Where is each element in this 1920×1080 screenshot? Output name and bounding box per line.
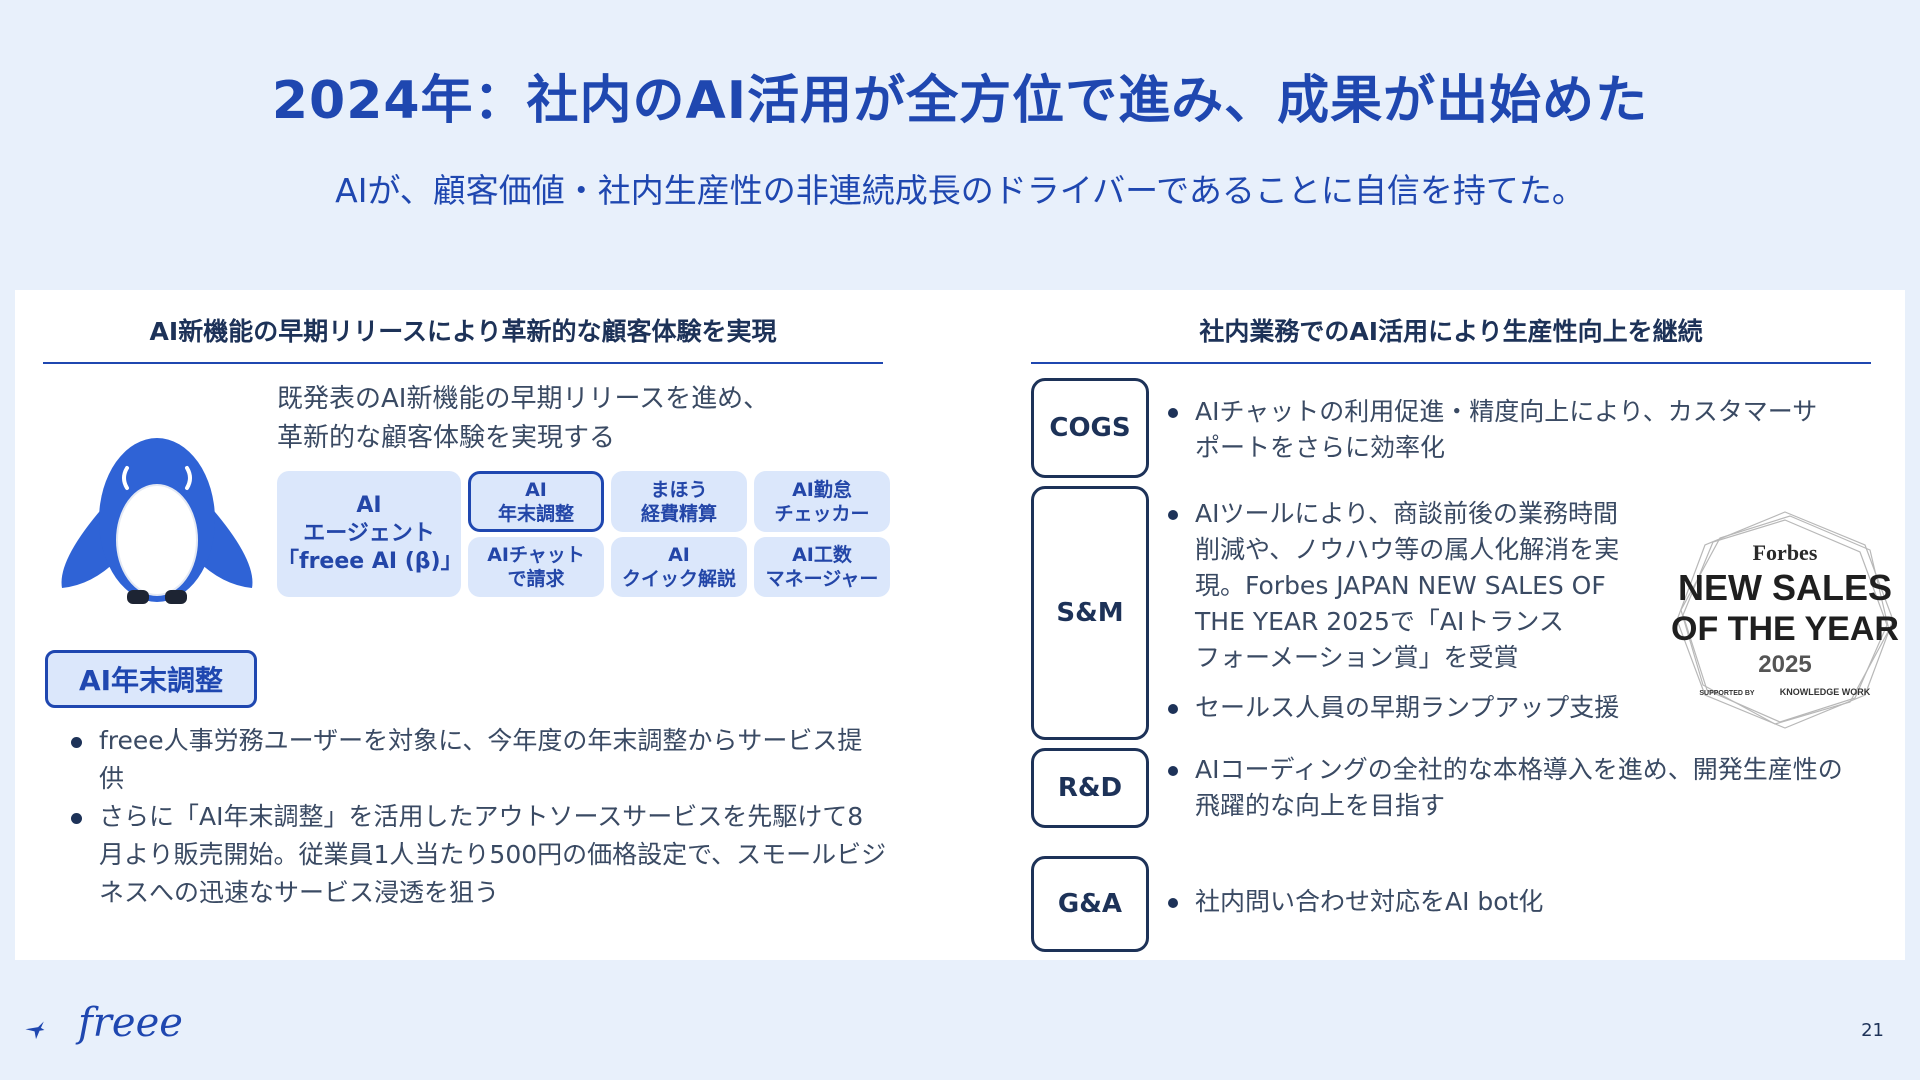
list-item: さらに「AI年末調整」を活用したアウトソースサービスを先駆けて8月より販売開始。… <box>67 798 887 912</box>
left-bullet-list: freee人事労務ユーザーを対象に、今年度の年末調整からサービス提供 さらに「A… <box>67 722 887 912</box>
bullet-line: THE YEAR 2025で「AIトランス <box>1195 607 1564 636</box>
bullet-line: AIチャットの利用促進・精度向上により、カスタマーサ <box>1195 397 1818 426</box>
forbes-award-badge-icon: Forbes NEW SALES OF THE YEAR 2025 SUPPOR… <box>1671 511 1899 729</box>
award-supported: SUPPORTED BY <box>1699 690 1755 697</box>
bullet-line: AIツールにより、商談前後の業務時間 <box>1195 499 1618 528</box>
list-item: セールス人員の早期ランプアップ支援 <box>1165 690 1619 726</box>
bullet-line: 社内問い合わせ対応をAI bot化 <box>1195 887 1544 916</box>
list-item: freee人事労務ユーザーを対象に、今年度の年末調整からサービス提供 <box>67 722 887 798</box>
feature-chip-mahou-expense[interactable]: まほう 経費精算 <box>611 471 747 532</box>
list-item: AIコーディングの全社的な本格導入を進め、開発生産性の 飛躍的な向上を目指す <box>1165 752 1843 824</box>
bullet-line: ポートをさらに効率化 <box>1195 433 1446 462</box>
dept-badge-sm: S&M <box>1031 486 1149 740</box>
cogs-bullets: AIチャットの利用促進・精度向上により、カスタマーサ ポートをさらに効率化 <box>1165 394 1817 466</box>
award-line1: NEW SALES <box>1678 567 1892 608</box>
dept-badge-cogs: COGS <box>1031 378 1149 478</box>
award-sponsor: KNOWLEDGE WORK <box>1780 687 1871 697</box>
bullet-line: セールス人員の早期ランプアップ支援 <box>1195 693 1620 722</box>
award-line2: OF THE YEAR <box>1671 610 1899 648</box>
page-title: 2024年：社内のAI活用が全方位で進み、成果が出始めた <box>271 71 1649 131</box>
page-subtitle: AIが、顧客価値・社内生産性の非連続成長のドライバーであることに自信を持てた。 <box>335 171 1585 210</box>
feature-chip-ai-agent[interactable]: AI エージェント 「freee AI (β)」 <box>277 471 463 597</box>
rd-bullets: AIコーディングの全社的な本格導入を進め、開発生産性の 飛躍的な向上を目指す <box>1165 752 1843 824</box>
penguin-mascot-icon <box>61 438 253 604</box>
left-section-heading: AI新機能の早期リリースにより革新的な顧客体験を実現 <box>43 312 883 364</box>
bullet-line: 現。Forbes JAPAN NEW SALES OF <box>1195 571 1606 600</box>
freee-logo-text: freee <box>78 1000 183 1046</box>
freee-bird-logo-icon <box>25 1021 45 1040</box>
bullet-line: 削減や、ノウハウ等の属人化解消を実 <box>1195 535 1620 564</box>
ga-bullets: 社内問い合わせ対応をAI bot化 <box>1165 884 1543 920</box>
intro-line: 既発表のAI新機能の早期リリースを進め、 <box>277 384 770 414</box>
ai-year-end-tag: AI年末調整 <box>45 650 257 708</box>
list-item: 社内問い合わせ対応をAI bot化 <box>1165 884 1543 920</box>
list-item: AIチャットの利用促進・精度向上により、カスタマーサ ポートをさらに効率化 <box>1165 394 1817 466</box>
feature-chip-ai-chat-invoice[interactable]: AIチャット で請求 <box>468 537 604 597</box>
award-year: 2025 <box>1758 651 1811 678</box>
sm-bullets: AIツールにより、商談前後の業務時間 削減や、ノウハウ等の属人化解消を実 現。F… <box>1165 496 1619 726</box>
intro-line: 革新的な顧客体験を実現する <box>277 423 616 453</box>
list-item: AIツールにより、商談前後の業務時間 削減や、ノウハウ等の属人化解消を実 現。F… <box>1165 496 1619 676</box>
content-panel: AI新機能の早期リリースにより革新的な顧客体験を実現 既発表のAI新機能の早期リ… <box>15 290 1905 960</box>
bullet-line: AIコーディングの全社的な本格導入を進め、開発生産性の <box>1195 755 1843 784</box>
feature-chip-ai-kousu[interactable]: AI工数 マネージャー <box>754 537 890 597</box>
right-section-heading: 社内業務でのAI活用により生産性向上を継続 <box>1031 312 1871 364</box>
feature-chip-ai-year-end[interactable]: AI 年末調整 <box>468 471 604 532</box>
dept-badge-rd: R&D <box>1031 748 1149 828</box>
feature-chip-ai-attendance[interactable]: AI勤怠 チェッカー <box>754 471 890 532</box>
award-brand: Forbes <box>1753 540 1818 565</box>
bullet-line: フォーメーション賞」を受賞 <box>1195 643 1519 672</box>
bullet-line: 飛躍的な向上を目指す <box>1195 791 1446 820</box>
page-number: 21 <box>1861 1020 1884 1041</box>
dept-badge-ga: G&A <box>1031 856 1149 952</box>
left-intro-text: 既発表のAI新機能の早期リリースを進め、 革新的な顧客体験を実現する <box>277 380 877 458</box>
feature-chip-ai-quick[interactable]: AI クイック解説 <box>611 537 747 597</box>
